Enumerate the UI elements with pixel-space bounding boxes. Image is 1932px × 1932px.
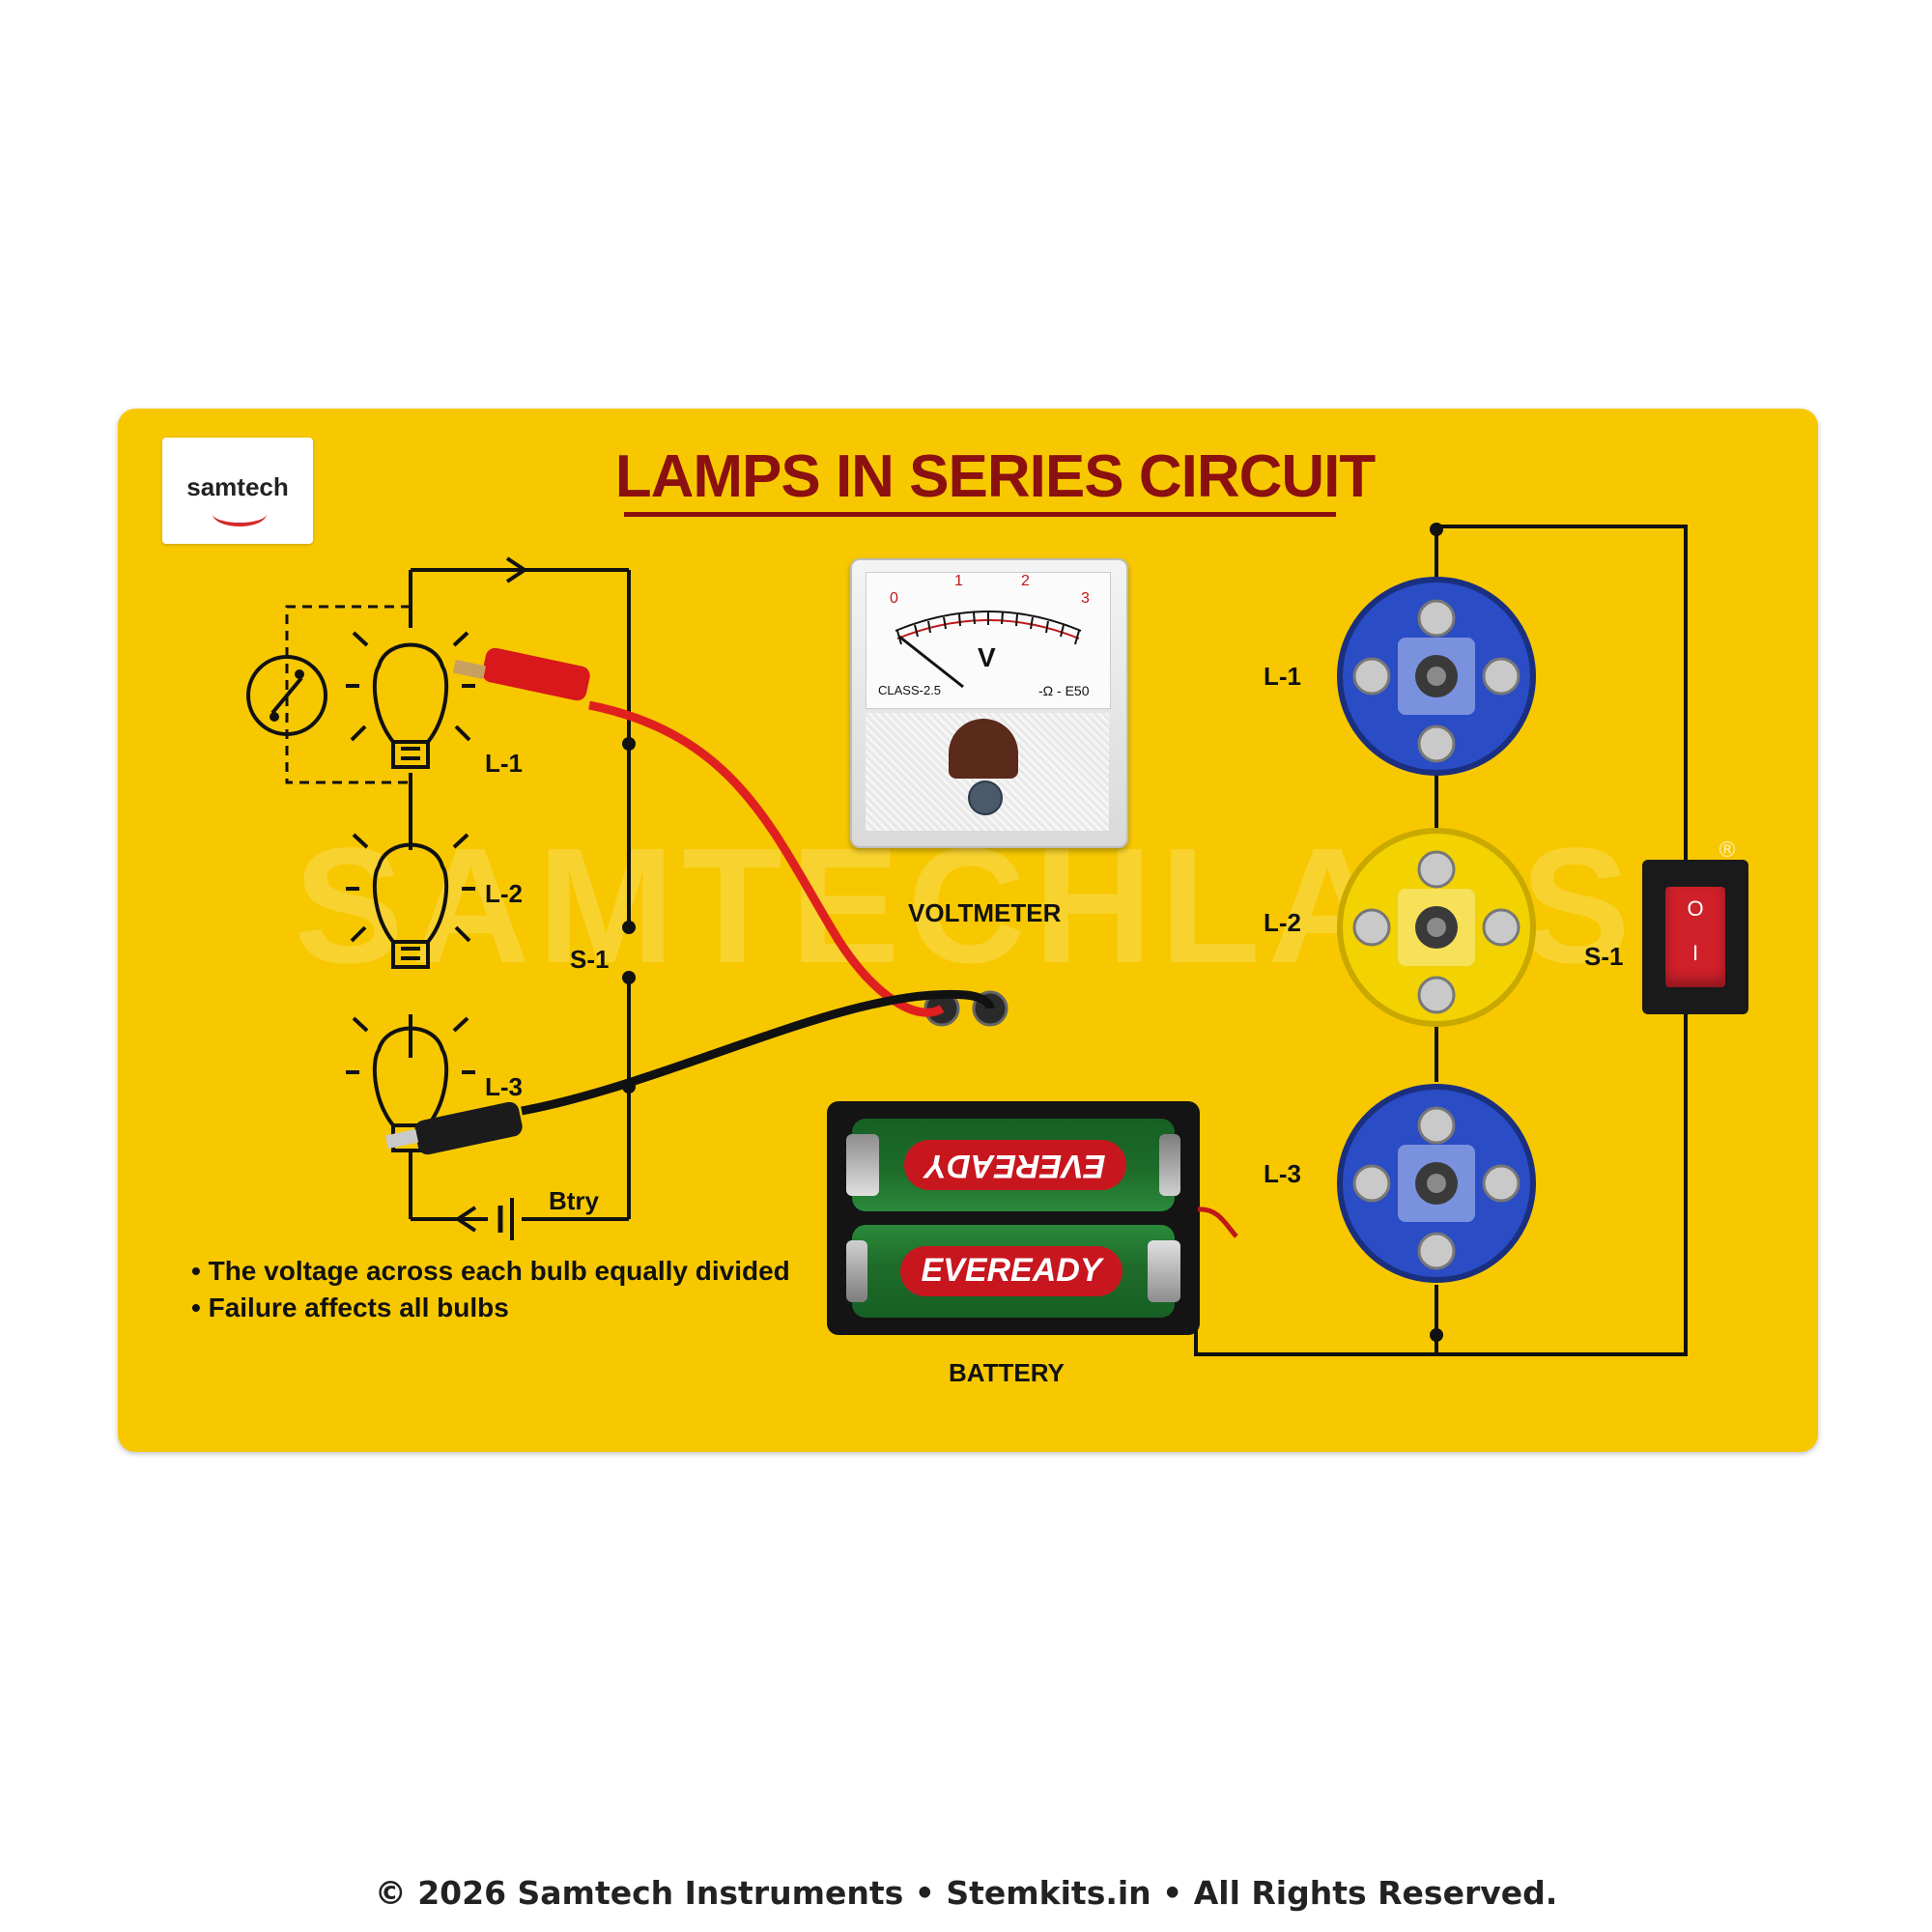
cell-terminal xyxy=(1159,1134,1180,1196)
zero-adjust-screw[interactable] xyxy=(968,781,1003,815)
copyright-footer: © 2026 Samtech Instruments • Stemkits.in… xyxy=(374,1874,1558,1912)
rocker-switch[interactable]: O I xyxy=(1642,860,1748,1014)
schematic-label-btry: Btry xyxy=(549,1186,600,1215)
lamp-holder-l2[interactable] xyxy=(1337,828,1536,1027)
board-title: LAMPS IN SERIES CIRCUIT xyxy=(614,443,1377,510)
voltmeter: 0 1 2 3 V CLASS-2.5 -Ω - E50 xyxy=(850,558,1128,848)
samtech-logo: samtech xyxy=(162,438,313,544)
note-2: • Failure affects all bulbs xyxy=(191,1293,509,1322)
battery-cell-top: EVEREADY xyxy=(846,1119,1180,1211)
movement-coil xyxy=(949,719,1018,779)
schematic-label-l3: L-3 xyxy=(485,1072,523,1101)
cell-cap xyxy=(1148,1240,1180,1302)
scale-0: 0 xyxy=(890,590,898,607)
lamp-holder-l1[interactable] xyxy=(1337,577,1536,776)
cell-brand-text: EVEREADY xyxy=(921,1252,1102,1289)
cell-label-band: EVEREADY xyxy=(900,1246,1122,1296)
switch-on-symbol: I xyxy=(1691,941,1699,965)
voltmeter-face: 0 1 2 3 V CLASS-2.5 -Ω - E50 xyxy=(866,572,1111,709)
schematic-label-l2: L-2 xyxy=(485,879,523,908)
battery-cell-bottom: EVEREADY xyxy=(846,1225,1180,1318)
voltmeter-code: -Ω - E50 xyxy=(1038,683,1090,698)
voltmeter-needle xyxy=(898,635,964,689)
voltmeter-class: CLASS-2.5 xyxy=(878,683,942,697)
switch-label: S-1 xyxy=(1584,942,1624,971)
voltmeter-lower-panel xyxy=(866,713,1109,831)
wiring-junctions xyxy=(1430,523,1443,1342)
registered-mark: ® xyxy=(1717,838,1738,863)
voltmeter-terminals[interactable] xyxy=(923,990,1009,1027)
cell-brand-text: EVEREADY xyxy=(924,1148,1106,1184)
scale-2: 2 xyxy=(1021,573,1030,589)
cell-terminal xyxy=(846,1240,867,1302)
cell-label-band: EVEREADY xyxy=(904,1140,1126,1190)
note-1: • The voltage across each bulb equally d… xyxy=(191,1256,790,1286)
voltmeter-label: VOLTMETER xyxy=(908,898,1062,927)
schematic-label-l1: L-1 xyxy=(485,749,523,778)
schematic-label-s1: S-1 xyxy=(570,945,610,974)
lamp-label-l3: L-3 xyxy=(1264,1159,1301,1188)
lamp-label-l1: L-1 xyxy=(1264,662,1301,691)
title-underline xyxy=(624,512,1336,517)
schematic-bulb-l2 xyxy=(346,833,475,969)
switch-off-symbol: O xyxy=(1687,896,1704,921)
cell-cap xyxy=(846,1134,879,1196)
scale-3: 3 xyxy=(1081,590,1090,607)
battery-label: BATTERY xyxy=(949,1358,1065,1387)
schematic-dots xyxy=(270,669,636,1094)
note-2-text: Failure affects all bulbs xyxy=(208,1293,509,1322)
battery-holder: EVEREADY EVEREADY xyxy=(827,1101,1200,1335)
logo-swoosh xyxy=(213,501,267,526)
schematic-bulb-l1 xyxy=(346,618,475,769)
lamp-holder-l3[interactable] xyxy=(1337,1084,1536,1283)
voltmeter-dial xyxy=(895,611,1082,689)
lamp-label-l2: L-2 xyxy=(1264,908,1301,937)
voltmeter-unit: V xyxy=(978,642,996,672)
scale-1: 1 xyxy=(954,573,963,589)
note-1-text: The voltage across each bulb equally div… xyxy=(208,1256,790,1286)
logo-text: samtech xyxy=(186,472,289,501)
switch-rocker[interactable]: O I xyxy=(1665,887,1725,987)
